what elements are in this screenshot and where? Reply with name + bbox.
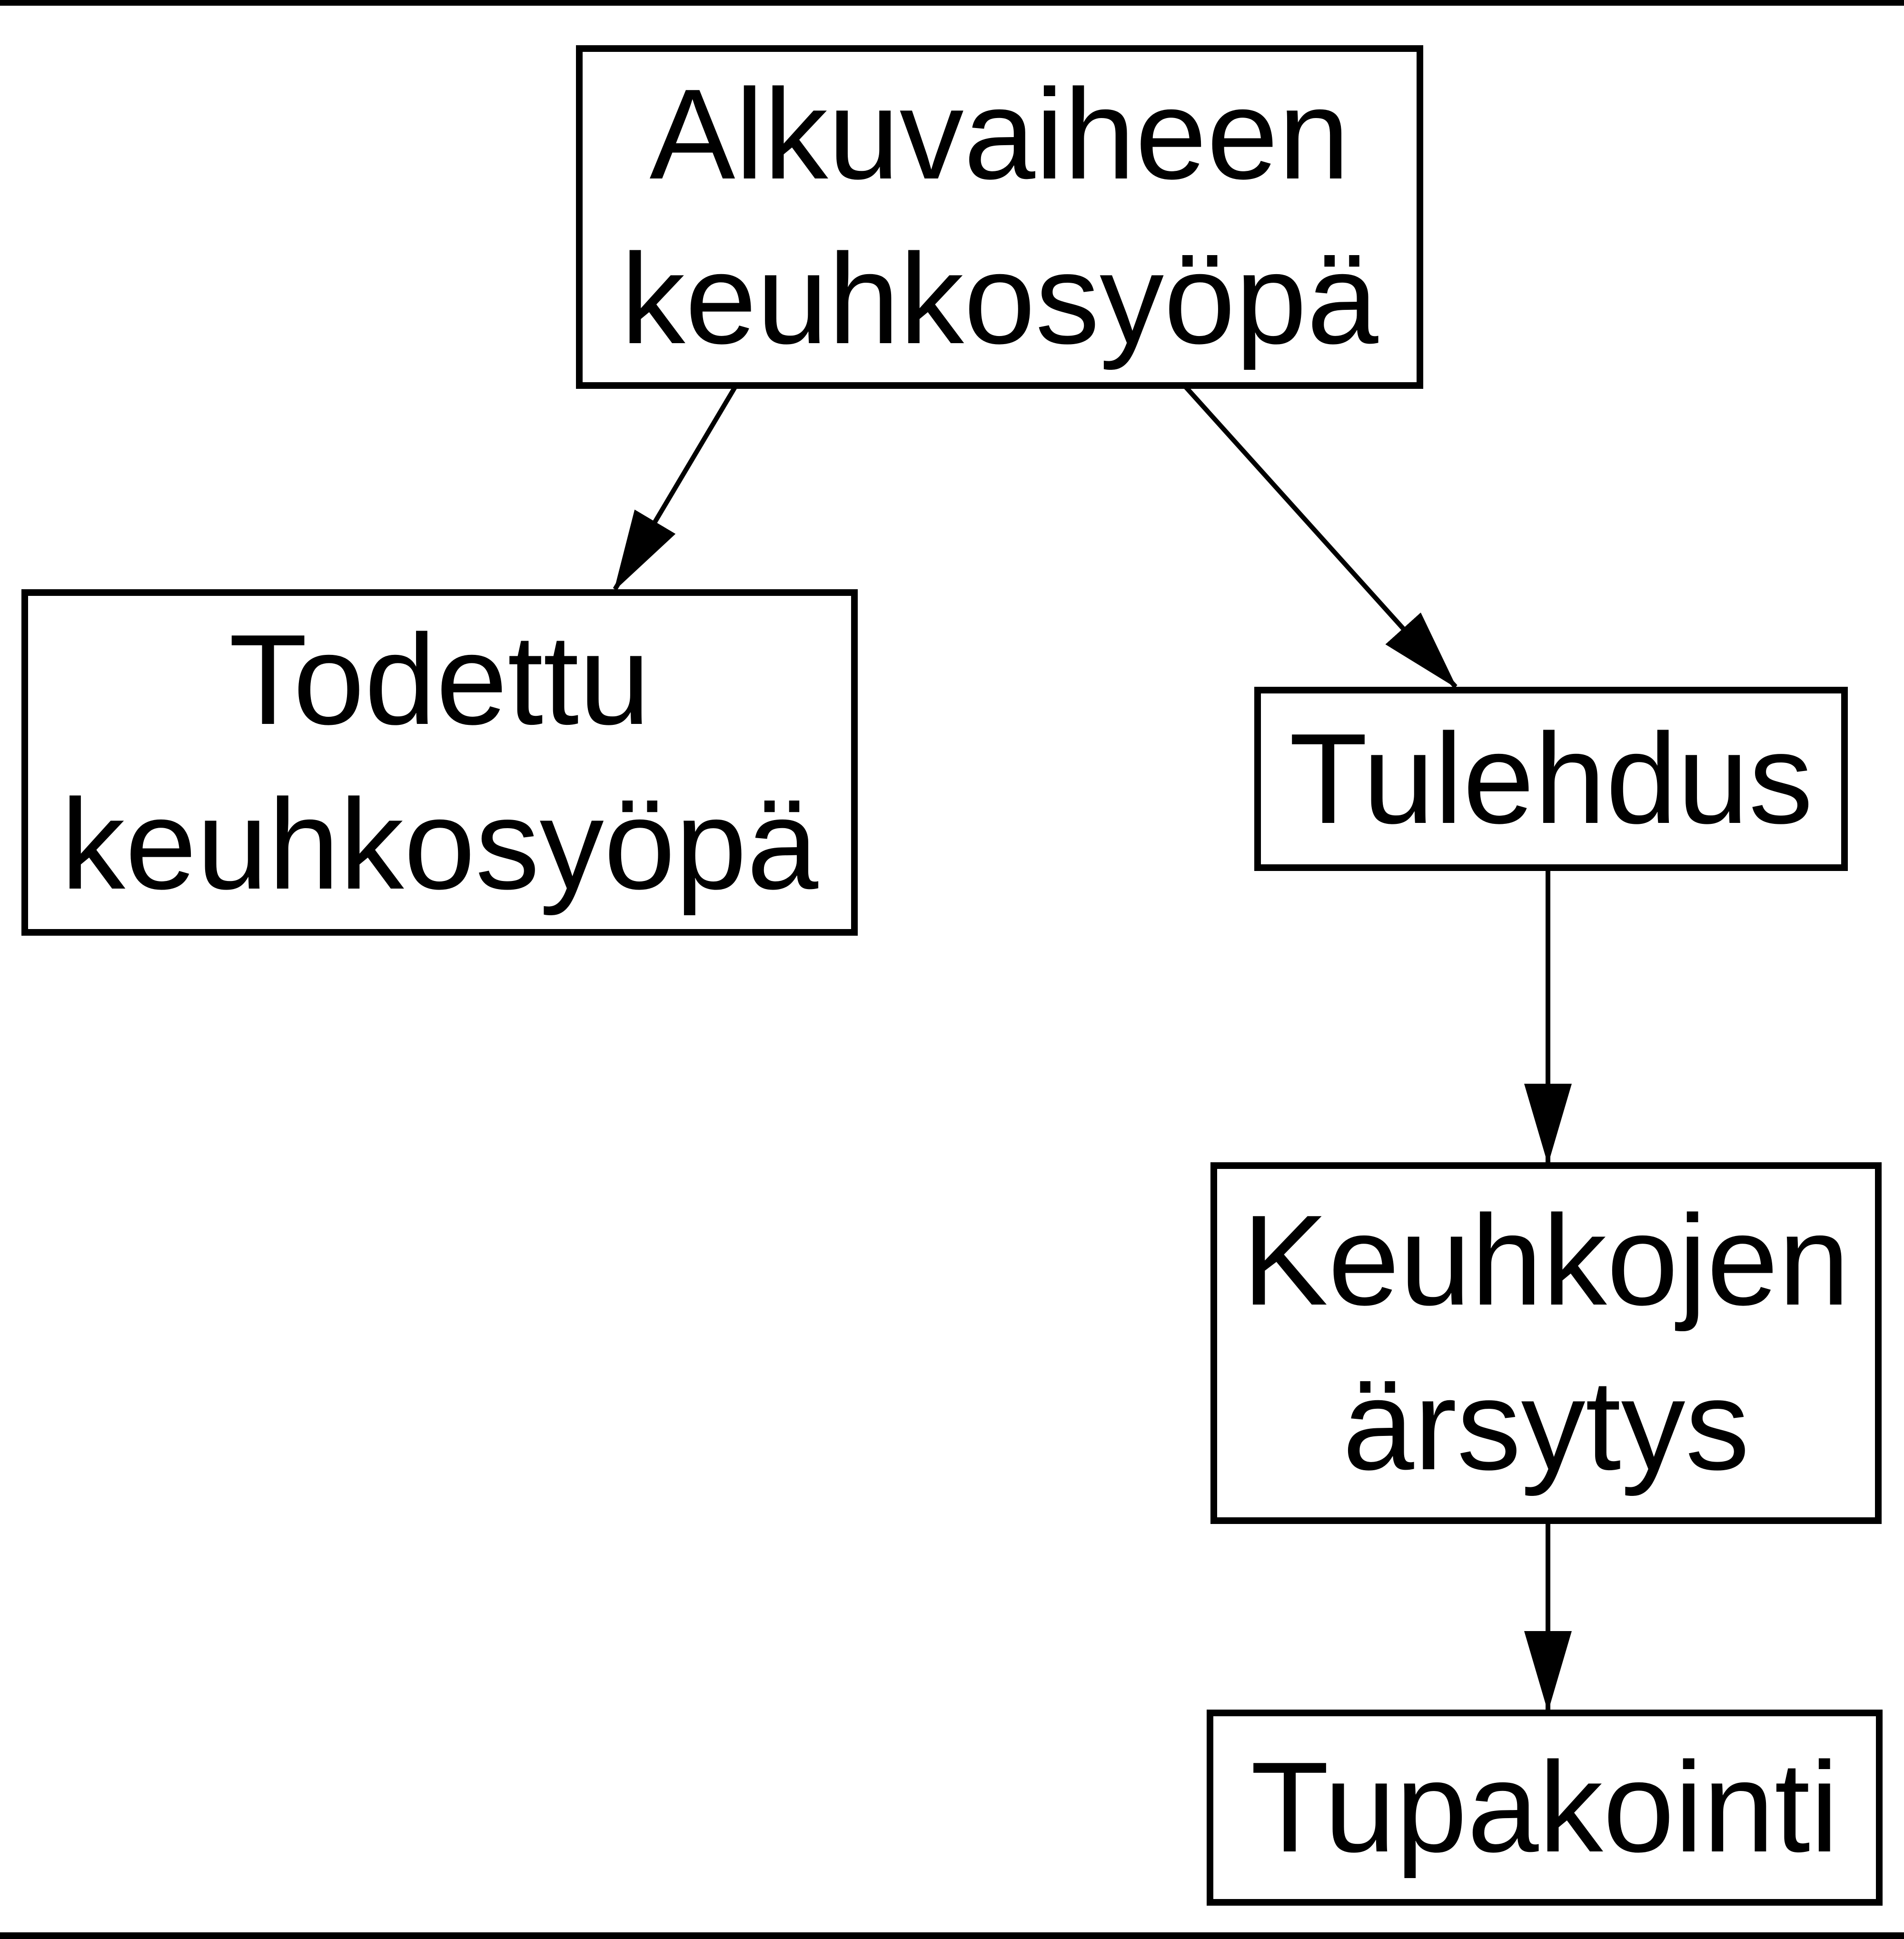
node-tupakointi: Tupakointi [1207, 1710, 1883, 1906]
edge-alkuvaiheen-to-tulehdus [1183, 385, 1458, 689]
node-label-line: keuhkosyöpä [621, 228, 1378, 371]
node-label-line: keuhkosyöpä [60, 773, 819, 916]
node-label-line: Keuhkojen [1242, 1189, 1850, 1333]
node-keuhkojen-arsytys: Keuhkojen ärsytys [1210, 1162, 1882, 1524]
top-border-bar [0, 0, 1904, 6]
node-label-line: Tupakointi [1250, 1736, 1839, 1880]
bottom-border-bar [0, 1932, 1904, 1939]
node-alkuvaiheen-keuhkosyopa: Alkuvaiheen keuhkosyöpä [576, 45, 1423, 389]
node-label-line: ärsytys [1342, 1354, 1750, 1497]
edge-alkuvaiheen-to-todettu [613, 385, 738, 592]
node-todettu-keuhkosyopa: Todettu keuhkosyöpä [21, 589, 858, 936]
node-label-line: Alkuvaiheen [649, 63, 1350, 207]
node-label-line: Todettu [228, 608, 651, 752]
node-tulehdus: Tulehdus [1254, 687, 1848, 871]
node-label-line: Tulehdus [1289, 707, 1813, 851]
